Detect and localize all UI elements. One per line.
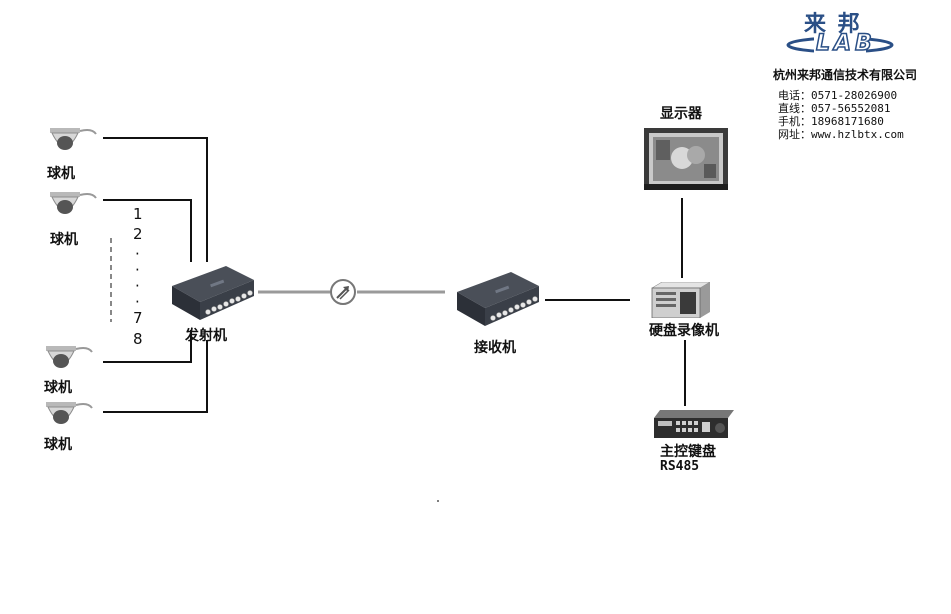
- channel-number: 2: [133, 225, 143, 243]
- keyboard-label: 主控键盘: [660, 444, 716, 460]
- receiver-label: 接收机: [474, 340, 516, 356]
- optical-receiver-icon: [457, 272, 539, 326]
- dome-camera-icon: [50, 192, 97, 214]
- company-name: 杭州来邦通信技术有限公司: [773, 68, 918, 82]
- camera-label: 球机: [47, 166, 75, 182]
- dome-camera-icon: [50, 128, 97, 150]
- contact-direct: 直线：057-56552081: [778, 102, 891, 115]
- camera-4-wire: [103, 340, 208, 413]
- contact-list: 电话：0571-28026900 直线：057-56552081 手机：1896…: [778, 89, 904, 141]
- monitor-label: 显示器: [660, 106, 702, 122]
- channel-number: ·: [135, 293, 140, 311]
- transmitter-label: 发射机: [185, 328, 227, 344]
- dvr-icon: [651, 282, 710, 318]
- logo-chinese: 来 邦: [804, 12, 862, 37]
- channel-number: ·: [135, 261, 140, 279]
- camera-1-wire: [103, 137, 208, 262]
- control-keyboard-icon: [654, 410, 734, 438]
- camera-3-wire: [103, 330, 192, 363]
- channel-number: 8: [133, 330, 143, 348]
- dvr-label: 硬盘录像机: [649, 323, 719, 339]
- camera-2-wire: [103, 199, 192, 262]
- channel-number: ·: [135, 245, 140, 263]
- monitor-icon: [644, 128, 728, 190]
- company-logo: 来 邦 LAB: [780, 4, 910, 60]
- contact-website: 网址：www.hzlbtx.com: [778, 128, 904, 141]
- contact-mobile: 手机：18968171680: [778, 115, 884, 128]
- dome-camera-icon: [46, 346, 93, 368]
- camera-label: 球机: [50, 232, 78, 248]
- keyboard-protocol: RS485: [660, 459, 700, 474]
- logo-latin: LAB: [815, 30, 876, 57]
- channel-number: 1: [133, 205, 143, 223]
- channel-number: 7: [133, 309, 143, 327]
- channel-number: ·: [135, 277, 140, 295]
- camera-label: 球机: [44, 437, 72, 453]
- fiber-link-icon: [330, 279, 356, 305]
- camera-label: 球机: [44, 380, 72, 396]
- dome-camera-icon: [46, 402, 93, 424]
- logo-swoosh: [786, 34, 894, 56]
- optical-transmitter-icon: [172, 266, 254, 320]
- contact-phone: 电话：0571-28026900: [778, 89, 898, 102]
